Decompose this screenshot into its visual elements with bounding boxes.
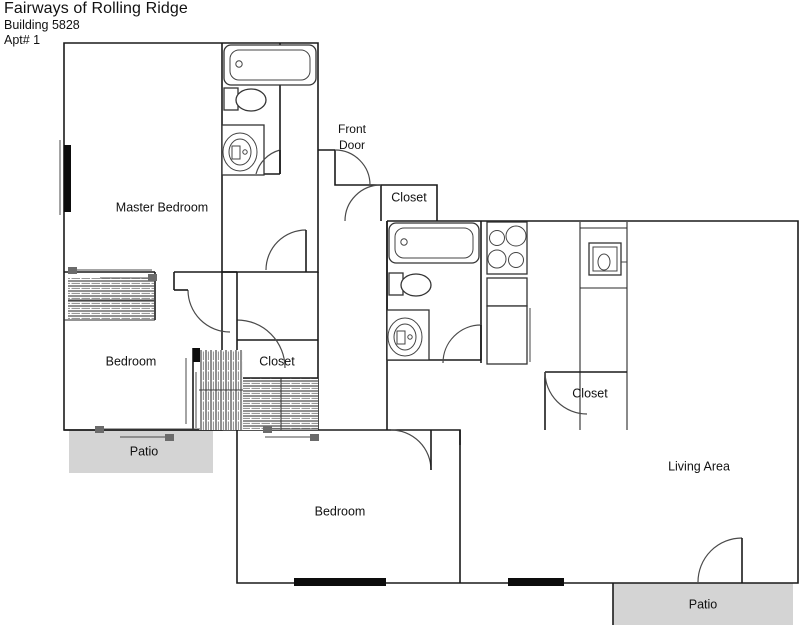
kitchen bbox=[486, 221, 628, 430]
bedroom-2-label: Bedroom bbox=[106, 354, 157, 368]
patio-left-label: Patio bbox=[130, 444, 159, 458]
room-labels: Master Bedroom Bedroom Bedroom Living Ar… bbox=[106, 200, 730, 518]
living-patio-door bbox=[697, 537, 743, 583]
front-door-label-line1: Front bbox=[338, 122, 367, 136]
closet-hall-group: Closet bbox=[185, 319, 318, 430]
kitchen-cooktop-fixture bbox=[486, 221, 528, 275]
apartment-number: Apt# 1 bbox=[4, 32, 41, 47]
front-door-group: Front Door bbox=[334, 122, 371, 186]
hall-bathtub-fixture bbox=[388, 222, 480, 264]
building-number: Building 5828 bbox=[4, 18, 80, 33]
patio-left-area: Patio bbox=[69, 430, 213, 473]
hall-vanity-fixture bbox=[386, 309, 430, 361]
hallway-walls bbox=[173, 271, 238, 320]
master-bathroom bbox=[221, 43, 317, 272]
property-name: Fairways of Rolling Ridge bbox=[4, 0, 188, 17]
hall-bathroom bbox=[386, 221, 482, 364]
living-area-label: Living Area bbox=[668, 459, 730, 473]
master-bedroom-label: Master Bedroom bbox=[116, 200, 208, 214]
kitchen-sink-fixture bbox=[579, 222, 628, 430]
closet-entry-group: Closet bbox=[344, 184, 427, 222]
bedroom-3-label: Bedroom bbox=[315, 504, 366, 518]
closet-hall-label: Closet bbox=[259, 354, 295, 368]
bedroom3-door bbox=[390, 429, 432, 471]
closet-living-group: Closet bbox=[544, 371, 627, 430]
wall-structure bbox=[63, 42, 799, 625]
title-block: Fairways of Rolling Ridge Building 5828 … bbox=[4, 0, 188, 47]
closet-entry-label: Closet bbox=[391, 190, 427, 204]
master-bathtub-fixture bbox=[223, 44, 317, 86]
master-bedroom-door bbox=[265, 229, 307, 272]
hall-toilet-fixture bbox=[388, 272, 432, 297]
windows bbox=[59, 140, 564, 586]
patio-right-label: Patio bbox=[689, 597, 718, 611]
master-vanity-fixture bbox=[221, 124, 265, 176]
front-door-label-line2: Door bbox=[339, 138, 365, 152]
master-toilet-fixture bbox=[223, 87, 267, 112]
closet-living-label: Closet bbox=[572, 386, 608, 400]
closet-bedroom2-group bbox=[64, 271, 231, 333]
kitchen-refrigerator-fixture bbox=[486, 277, 531, 365]
patio-right-area: Patio bbox=[613, 583, 793, 625]
